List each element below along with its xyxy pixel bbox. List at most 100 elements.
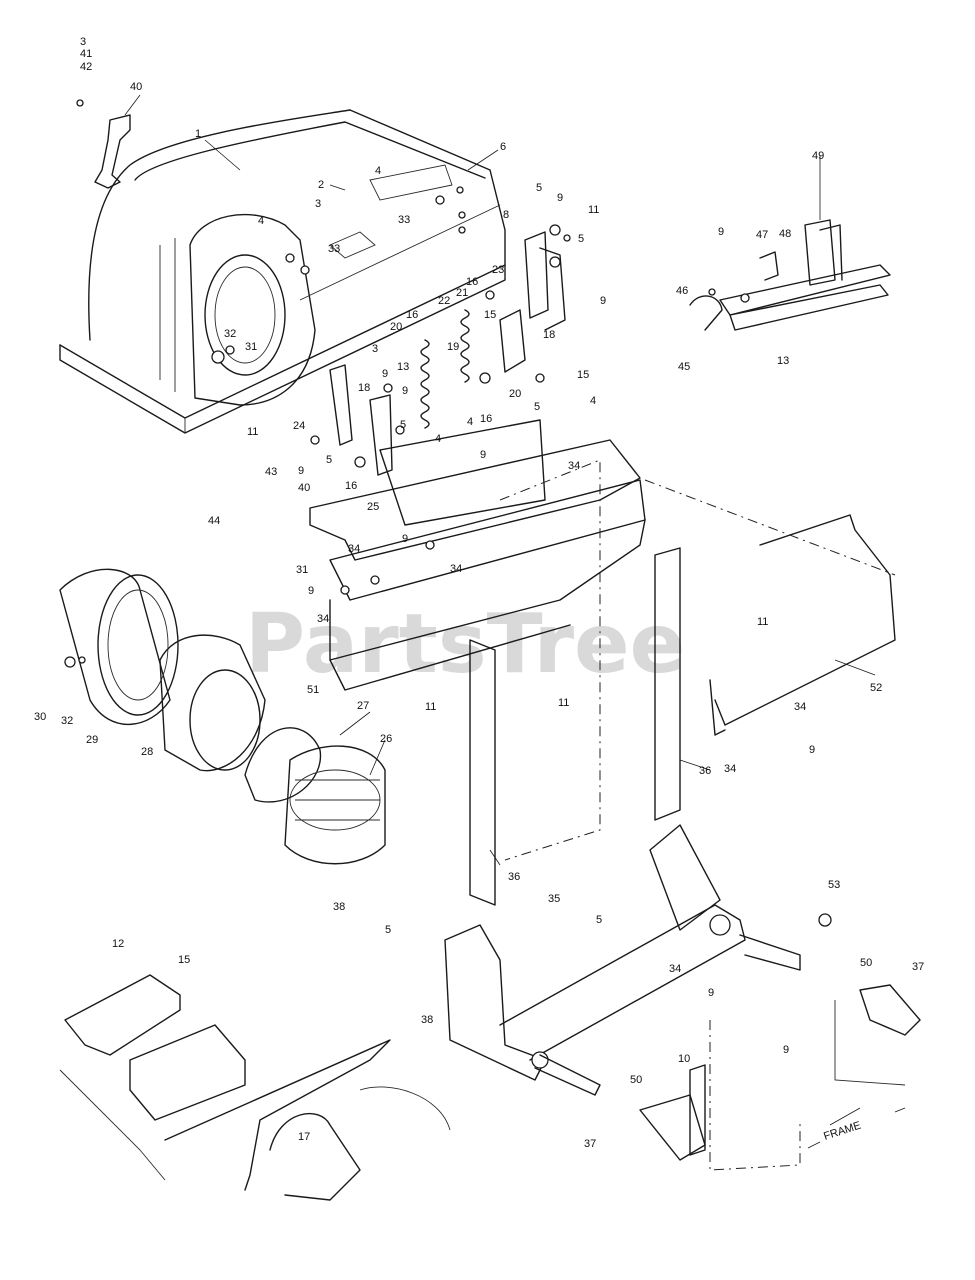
callout: 28 (141, 746, 153, 758)
callout: 17 (298, 1131, 310, 1143)
frame-label: FRAME (822, 1120, 862, 1143)
callout: 15 (178, 954, 190, 966)
ring-assembly (59, 568, 386, 865)
callout: 37 (912, 961, 924, 973)
callout: 49 (812, 150, 824, 162)
callout: 32 (224, 328, 236, 340)
callout: 46 (676, 285, 688, 297)
callout: 18 (543, 329, 555, 341)
callout: 5 (385, 924, 391, 936)
callout: 9 (600, 295, 606, 307)
callout: 11 (588, 204, 599, 216)
callout: 16 (480, 413, 492, 425)
callout: 34 (317, 613, 329, 625)
callout: 38 (333, 901, 345, 913)
callout: 3 (80, 36, 86, 48)
callout: 42 (80, 61, 92, 73)
watermark: PartsTree (245, 597, 685, 692)
callout: 34 (450, 563, 462, 575)
frame-arrows (807, 1107, 906, 1149)
callout: 22 (438, 295, 450, 307)
callout: 48 (779, 228, 791, 240)
callout: 16 (406, 309, 418, 321)
callout: 19 (447, 341, 459, 353)
callout: 50 (630, 1074, 642, 1086)
callout: 9 (402, 385, 408, 397)
callout: 20 (390, 321, 402, 333)
callout: 33 (398, 214, 410, 226)
callout: 50 (860, 957, 872, 969)
callout: 9 (718, 226, 724, 238)
callout: 9 (783, 1044, 789, 1056)
callout: 9 (308, 585, 314, 597)
callout: 13 (397, 361, 409, 373)
callout: 5 (536, 182, 542, 194)
callout: 44 (208, 515, 220, 527)
leader-lines (124, 94, 876, 1126)
callout: 2 (318, 179, 324, 191)
callout: 16 (466, 276, 478, 288)
callout: 23 (492, 264, 504, 276)
callout: 40 (130, 81, 142, 93)
callout: 34 (348, 543, 360, 555)
callout: 24 (293, 420, 305, 432)
callout: 34 (669, 963, 681, 975)
callout: 9 (809, 744, 815, 756)
callout: 25 (367, 501, 379, 513)
callout: 5 (400, 419, 406, 431)
callout: 1 (195, 128, 201, 140)
callout: 52 (870, 682, 882, 694)
callout: 9 (480, 449, 486, 461)
callout: 45 (678, 361, 690, 373)
callout: 12 (112, 938, 124, 950)
callout: 32 (61, 715, 73, 727)
callout: 51 (307, 684, 319, 696)
callout: 37 (584, 1138, 596, 1150)
callout: 47 (756, 229, 768, 241)
callout: 41 (80, 48, 92, 60)
callout: 36 (699, 765, 711, 777)
callout: 53 (828, 879, 840, 891)
callout-labels: 3 41 42 40 1 6 2 4 3 33 4 33 5 9 11 8 5 … (34, 36, 924, 1150)
callout: 8 (503, 209, 509, 221)
callout: 16 (345, 480, 357, 492)
callout: 3 (372, 343, 378, 355)
callout: 5 (326, 454, 332, 466)
callout: 4 (467, 416, 473, 428)
callout: 21 (456, 287, 468, 299)
callout: 11 (757, 616, 768, 628)
callout: 9 (708, 987, 714, 999)
deflector-plate (644, 479, 896, 736)
callout: 35 (548, 893, 560, 905)
callout: 15 (577, 369, 589, 381)
callout: 31 (245, 341, 257, 353)
callout: 6 (500, 141, 506, 153)
callout: 34 (794, 701, 806, 713)
callout: 11 (247, 426, 258, 438)
callout: 11 (558, 697, 569, 709)
callout: 33 (328, 243, 340, 255)
callout: 26 (380, 733, 392, 745)
handle-lever (76, 99, 131, 189)
callout: 31 (296, 564, 308, 576)
callout: 43 (265, 466, 277, 478)
callout: 34 (568, 460, 580, 472)
callout: 9 (557, 192, 563, 204)
cable-lever-assembly (689, 219, 891, 331)
callout: 4 (590, 395, 596, 407)
callout: 40 (298, 482, 310, 494)
callout: 34 (724, 763, 736, 775)
axle-assembly (444, 824, 801, 1096)
callout: 4 (375, 165, 381, 177)
callout: 29 (86, 734, 98, 746)
bearing-brackets (639, 913, 921, 1171)
housing-cover (59, 109, 506, 434)
deck-brackets (59, 974, 451, 1201)
callout: 9 (298, 465, 304, 477)
callout: 5 (596, 914, 602, 926)
callout: 4 (258, 215, 264, 227)
callout: 36 (508, 871, 520, 883)
callout: 5 (534, 401, 540, 413)
callout: 13 (777, 355, 789, 367)
